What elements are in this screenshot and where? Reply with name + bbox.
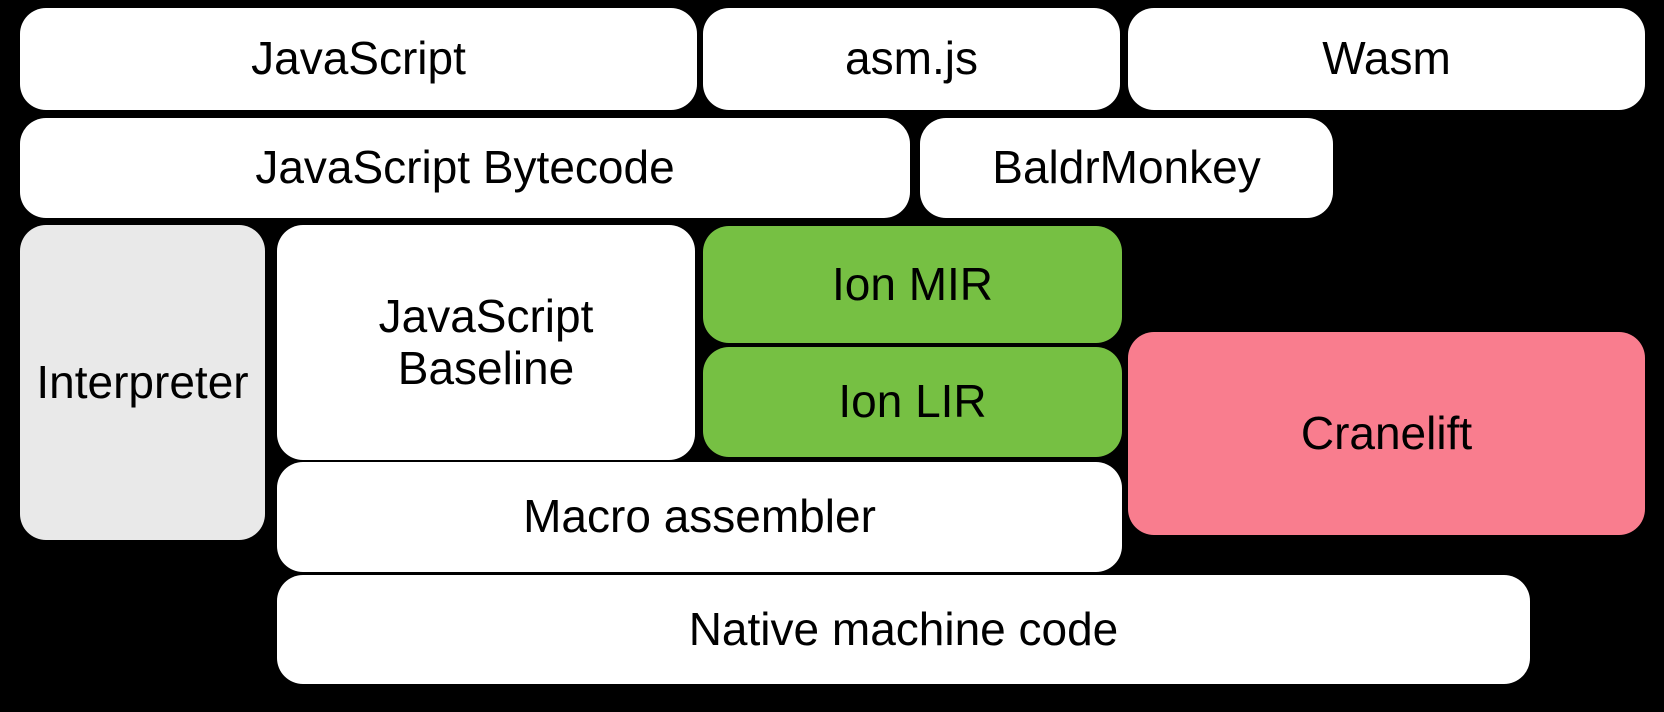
node-interpreter: Interpreter bbox=[20, 225, 265, 540]
node-ion-mir: Ion MIR bbox=[703, 226, 1122, 343]
node-macro-assembler: Macro assembler bbox=[277, 462, 1122, 572]
node-javascript-baseline: JavaScript Baseline bbox=[277, 225, 695, 460]
node-asm-js: asm.js bbox=[703, 8, 1120, 110]
node-wasm: Wasm bbox=[1128, 8, 1645, 110]
node-native-machine-code: Native machine code bbox=[277, 575, 1530, 684]
node-javascript-bytecode: JavaScript Bytecode bbox=[20, 118, 910, 218]
node-javascript: JavaScript bbox=[20, 8, 697, 110]
node-cranelift: Cranelift bbox=[1128, 332, 1645, 535]
node-baldrmonkey: BaldrMonkey bbox=[920, 118, 1333, 218]
node-ion-lir: Ion LIR bbox=[703, 347, 1122, 457]
